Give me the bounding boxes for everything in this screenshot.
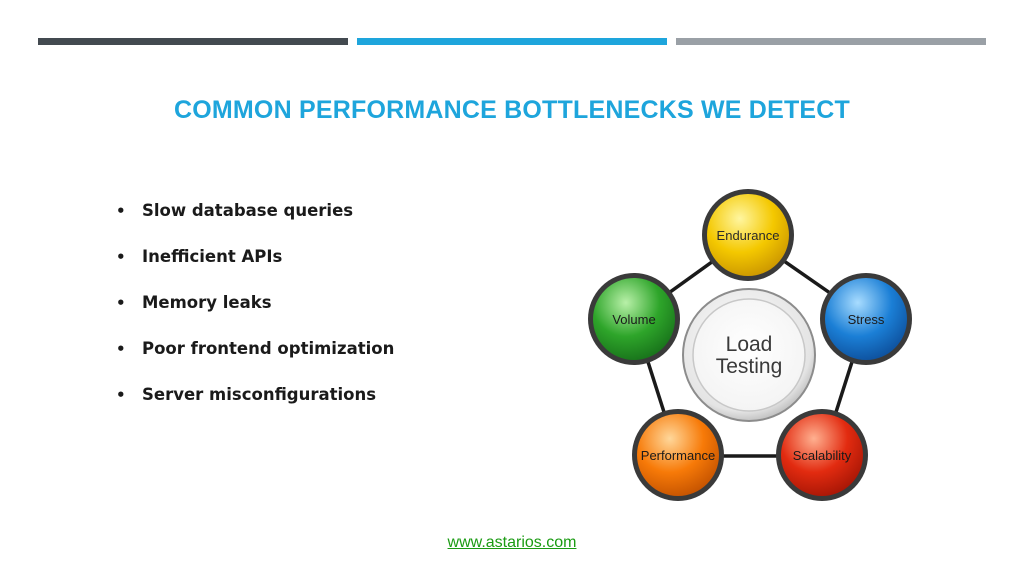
- bullet-dot-icon: •: [116, 340, 126, 358]
- center-hub: Load Testing: [682, 288, 816, 422]
- header-bar-blue: [357, 38, 667, 45]
- bullet-list: • Slow database queries • Inefficient APIs…: [116, 196, 394, 426]
- center-label-line2: Testing: [716, 355, 783, 378]
- bullet-item: • Poor frontend optimization: [116, 334, 394, 380]
- node-stress-ball: [825, 278, 907, 360]
- header-bar-dark: [38, 38, 348, 45]
- bullet-item: • Inefficient APIs: [116, 242, 394, 288]
- center-label-line1: Load: [726, 333, 773, 356]
- node-volume: Volume: [588, 273, 680, 365]
- bullet-dot-icon: •: [116, 294, 126, 312]
- node-performance-ball: [637, 414, 719, 496]
- bullet-item: • Slow database queries: [116, 196, 394, 242]
- bullet-item: • Server misconfigurations: [116, 380, 394, 426]
- node-stress-label: Stress: [848, 312, 885, 327]
- node-stress: Stress: [820, 273, 912, 365]
- node-endurance-ball: [707, 194, 789, 276]
- bullet-item: • Memory leaks: [116, 288, 394, 334]
- bullet-text: Server misconfigurations: [142, 385, 377, 404]
- bullet-dot-icon: •: [116, 386, 126, 404]
- node-scalability-label: Scalability: [793, 448, 852, 463]
- node-scalability: Scalability: [776, 409, 868, 501]
- bullet-dot-icon: •: [116, 202, 126, 220]
- footer-link[interactable]: www.astarios.com: [447, 534, 577, 551]
- slide-title: COMMON PERFORMANCE BOTTLENECKS WE DETECT: [173, 96, 851, 124]
- bullet-text: Slow database queries: [142, 201, 354, 220]
- header-bar-gray: [676, 38, 986, 45]
- bullet-dot-icon: •: [116, 248, 126, 266]
- bullet-text: Poor frontend optimization: [142, 339, 395, 358]
- bullet-text: Inefficient APIs: [142, 247, 283, 266]
- node-volume-ball: [593, 278, 675, 360]
- node-scalability-ball: [781, 414, 863, 496]
- node-endurance: Endurance: [702, 189, 794, 281]
- node-volume-label: Volume: [612, 312, 655, 327]
- center-inner-disc: [692, 298, 806, 412]
- node-endurance-label: Endurance: [717, 228, 780, 243]
- node-performance-label: Performance: [641, 448, 715, 463]
- node-performance: Performance: [632, 409, 724, 501]
- bullet-text: Memory leaks: [142, 293, 272, 312]
- load-testing-diagram: Load Testing Endurance Stress Scalabilit…: [588, 189, 912, 501]
